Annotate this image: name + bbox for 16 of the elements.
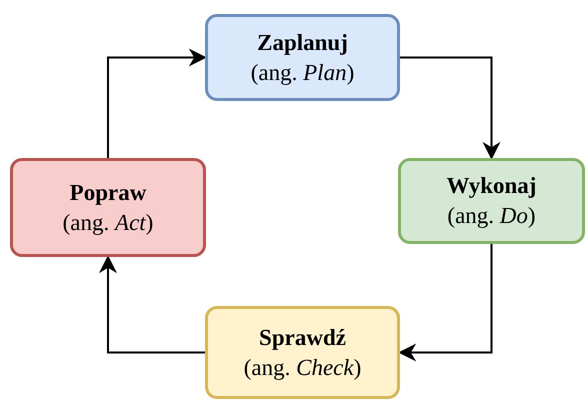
- arrow: [107, 48, 207, 158]
- process-box: [205, 306, 400, 399]
- arrow: [99, 255, 205, 354]
- step-title: Wykonaj: [446, 172, 536, 200]
- step-subtitle: (ang. Check): [244, 354, 362, 382]
- arrow: [398, 244, 492, 362]
- step-subtitle: (ang. Do): [447, 202, 536, 230]
- process-box: [205, 14, 400, 101]
- process-box: [398, 158, 585, 244]
- step-subtitle: (ang. Act): [62, 208, 154, 237]
- step-title: Sprawdź: [259, 324, 346, 352]
- step-title: Popraw: [70, 178, 146, 207]
- step-subtitle: (ang. Plan): [250, 58, 354, 87]
- process-box: [10, 158, 206, 257]
- step-title: Zaplanuj: [257, 28, 348, 57]
- arrow: [400, 56, 500, 160]
